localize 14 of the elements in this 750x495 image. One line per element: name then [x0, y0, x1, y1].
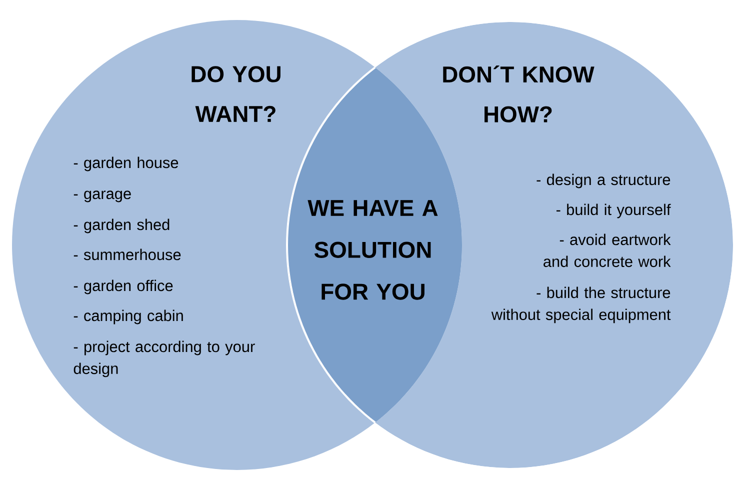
slogan-text: WE HAVE A SOLUTION FOR YOU: [308, 200, 438, 300]
heading: DON´T KNOW HOW?: [443, 66, 594, 122]
list-item: - garden office: [74, 280, 173, 294]
list-item: - garage: [74, 190, 131, 202]
list-item: - build it yourself: [556, 204, 671, 218]
list-item: - avoid eartwork and concrete work: [544, 234, 671, 268]
list-item: - garden shed: [74, 218, 170, 234]
list-item: - design a structure: [536, 174, 670, 188]
list-item: - garden house: [74, 156, 178, 172]
list-item: - build the structure without special equipment: [491, 286, 671, 324]
list-item: - summerhouse: [74, 248, 181, 260]
heading: DO YOU WANT?: [192, 66, 280, 122]
list-item: - camping cabin: [74, 310, 183, 324]
list-item: - project according to your design: [74, 340, 255, 378]
